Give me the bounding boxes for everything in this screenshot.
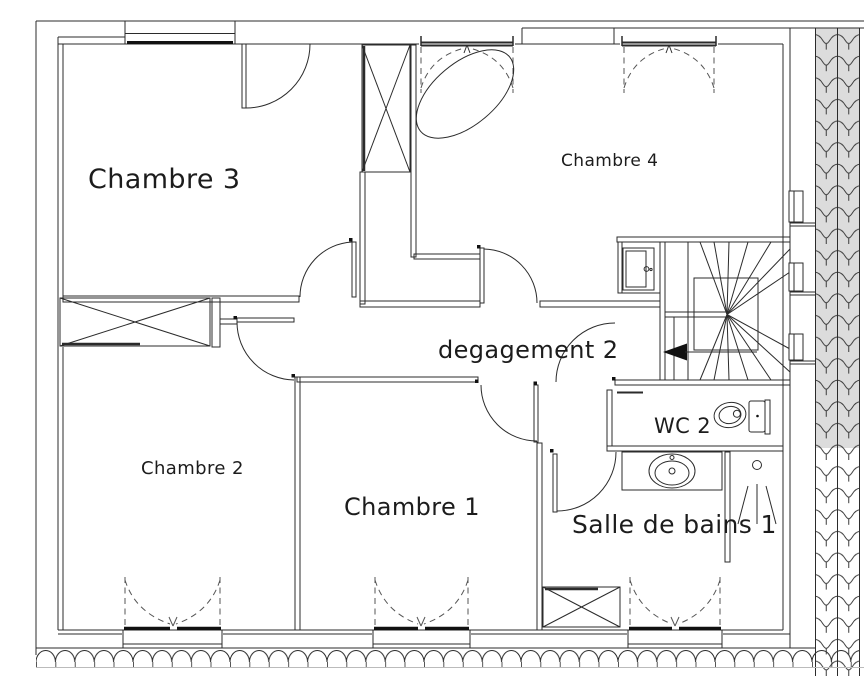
window-bottom-chambre1 (372, 577, 471, 648)
roof-window-top-left (420, 36, 514, 93)
windows-right-wall (788, 190, 815, 365)
room-label-chambre-2: Chambre 2 (141, 458, 244, 479)
stair-direction-arrow (663, 343, 757, 361)
window-top-chambre3 (124, 20, 236, 45)
window-bottom-chambre2 (122, 577, 223, 648)
doors (233, 43, 617, 513)
wardrobe-crossbox-left (59, 297, 211, 347)
toilet-icon (713, 399, 771, 435)
room-label-chambre-4: Chambre 4 (561, 151, 659, 171)
room-label-degagement-2: degagement 2 (438, 336, 619, 364)
sink-icon (621, 451, 723, 491)
cabinet-icon (622, 247, 655, 291)
interior-walls (62, 44, 791, 631)
oval-outline (415, 49, 515, 139)
wardrobe-crossbox-top (361, 44, 411, 173)
room-label-salle-de-bains-1: Salle de bains 1 (572, 510, 777, 539)
door-jamb-marks (233, 238, 616, 453)
room-label-wc-2: WC 2 (654, 414, 712, 438)
window-bottom-salle-de-bains (627, 577, 723, 648)
roof-tile-hatch-bottom (36, 648, 864, 668)
shower-icon (737, 460, 777, 525)
wardrobe-crossbox-bottom (542, 586, 621, 628)
roof-window-top-chambre4 (621, 36, 717, 93)
room-label-chambre-3: Chambre 3 (88, 164, 241, 195)
roof-tile-hatch-right (815, 28, 860, 676)
room-label-chambre-1: Chambre 1 (344, 493, 480, 521)
